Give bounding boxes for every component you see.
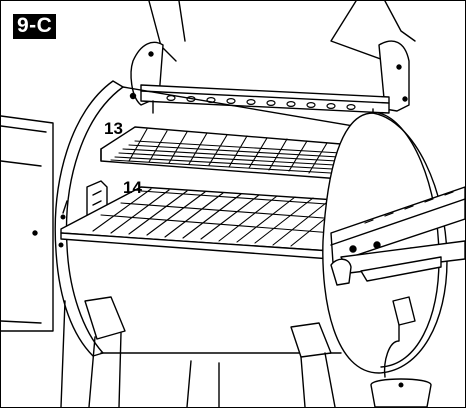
grease-bucket [370, 296, 432, 407]
hopper-box [1, 115, 54, 332]
grill-legs [60, 296, 336, 407]
upper-rack [100, 126, 354, 180]
lower-grate [60, 186, 352, 260]
grill-lid [129, 1, 416, 126]
side-shelf [330, 186, 465, 286]
step-label-badge: 9-C [13, 14, 57, 39]
callout-upper-rack: 13 [104, 119, 123, 138]
callout-grate-bracket: 14 [123, 178, 142, 197]
